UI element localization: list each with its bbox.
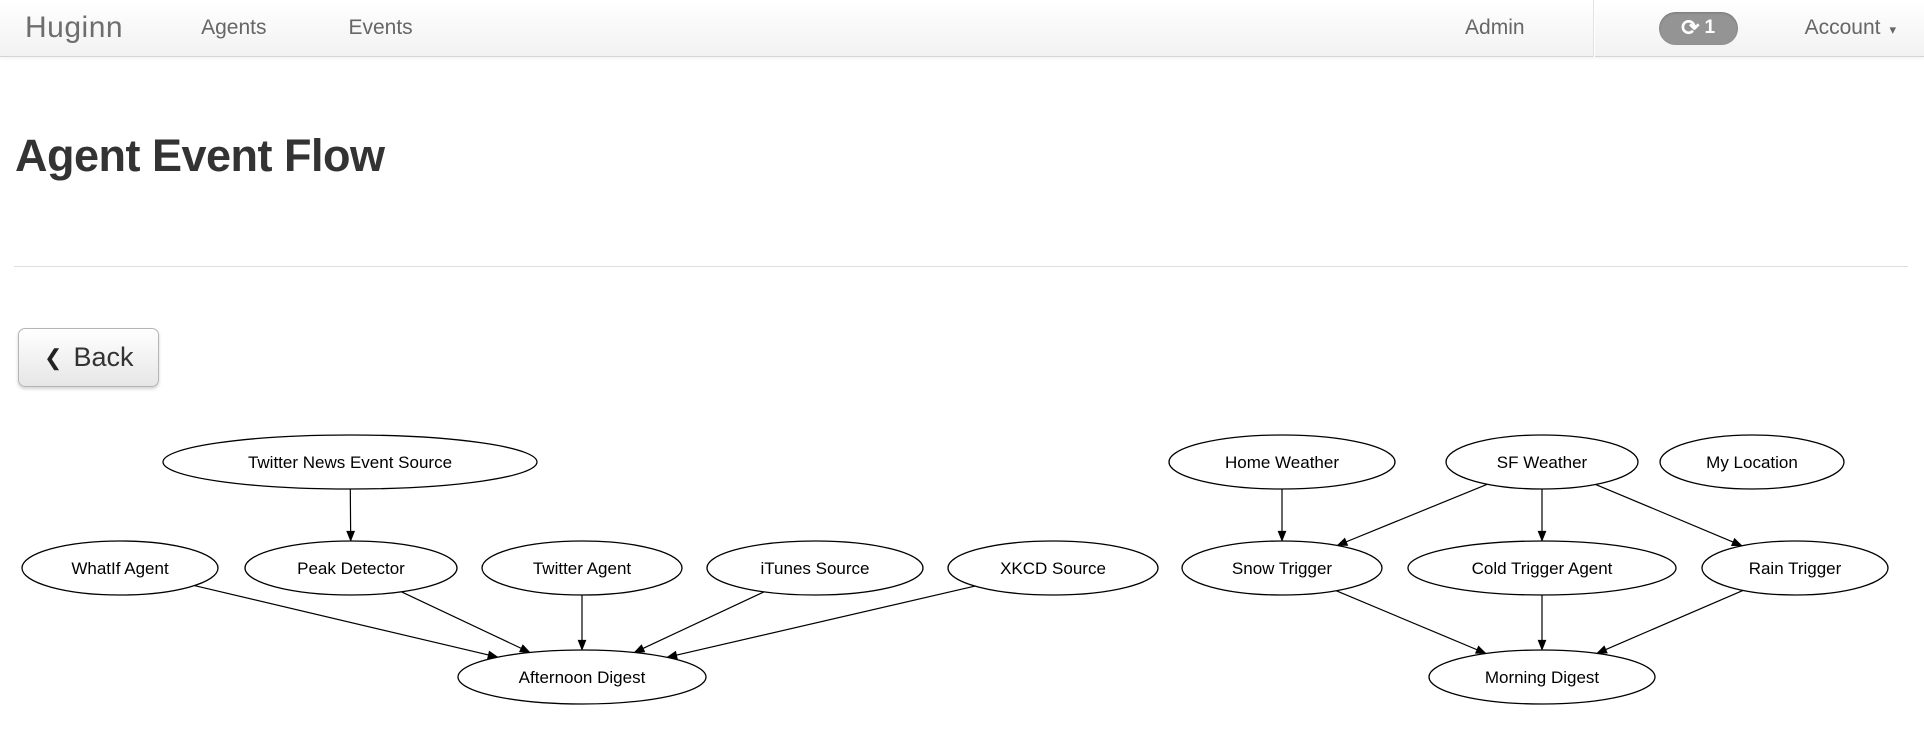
- graph-edge-sf-rain: [1595, 483, 1743, 547]
- node-ellipse: [481, 540, 683, 596]
- graph-edge-sf-snow: [1336, 483, 1488, 547]
- back-button-label: Back: [73, 342, 134, 372]
- account-dropdown[interactable]: Account ▾: [1805, 16, 1896, 40]
- node-label: Twitter Agent: [533, 559, 632, 578]
- jobs-count: 1: [1704, 17, 1716, 38]
- horizontal-rule: [14, 266, 1908, 267]
- node-ellipse: [1659, 434, 1845, 490]
- graph-edge-itunes-afternoon: [633, 591, 765, 654]
- graph-edge-whatif-afternoon: [194, 585, 499, 660]
- graph-nodes: Twitter News Event Source Home Weather SF …: [21, 434, 1889, 705]
- page-title: Agent Event Flow: [15, 130, 385, 181]
- account-label: Account: [1804, 16, 1881, 39]
- graph-node-twitter: Twitter Agent: [481, 540, 683, 596]
- node-label: Morning Digest: [1485, 668, 1600, 687]
- graph-node-morning: Morning Digest: [1428, 649, 1656, 705]
- navbar: Huginn Agents Events Admin ⟳ 1 Account ▾: [0, 0, 1924, 57]
- graph-edge-rain-morning: [1595, 589, 1744, 654]
- graph-node-cold: Cold Trigger Agent: [1407, 540, 1677, 596]
- node-ellipse: [1445, 434, 1639, 490]
- graph-node-whatif: WhatIf Agent: [21, 540, 219, 596]
- graph-node-rain: Rain Trigger: [1701, 540, 1889, 596]
- node-ellipse: [706, 540, 924, 596]
- graph-node-peak: Peak Detector: [244, 540, 458, 596]
- graph-edge-xkcd-afternoon: [666, 585, 976, 660]
- node-label: Rain Trigger: [1749, 559, 1842, 578]
- node-label: Cold Trigger Agent: [1472, 559, 1613, 578]
- navbar-divider: [1592, 0, 1595, 57]
- nav-item-admin[interactable]: Admin: [1465, 16, 1525, 39]
- node-label: XKCD Source: [1000, 559, 1106, 578]
- node-label: Snow Trigger: [1232, 559, 1332, 578]
- node-ellipse: [457, 649, 707, 705]
- graph-node-xkcd: XKCD Source: [947, 540, 1159, 596]
- node-ellipse: [21, 540, 219, 596]
- node-label: Home Weather: [1225, 453, 1339, 472]
- node-ellipse: [1181, 540, 1383, 596]
- node-ellipse: [244, 540, 458, 596]
- agent-flow-graph: Twitter News Event Source Home Weather SF …: [21, 434, 1889, 705]
- node-ellipse: [162, 434, 538, 490]
- node-ellipse: [947, 540, 1159, 596]
- nav-item-events[interactable]: Events: [348, 16, 413, 39]
- node-label: iTunes Source: [761, 559, 870, 578]
- node-ellipse: [1428, 649, 1656, 705]
- navbar-right: Admin ⟳ 1 Account ▾: [1465, 0, 1896, 57]
- brand-link[interactable]: Huginn: [25, 11, 124, 44]
- back-button[interactable]: ❮ Back: [18, 328, 160, 387]
- graph-node-snow: Snow Trigger: [1181, 540, 1383, 596]
- graph-node-sf: SF Weather: [1445, 434, 1639, 490]
- node-label: Peak Detector: [297, 559, 405, 578]
- node-label: My Location: [1706, 453, 1798, 472]
- node-ellipse: [1407, 540, 1677, 596]
- refresh-icon: ⟳: [1681, 15, 1700, 40]
- node-ellipse: [1168, 434, 1396, 490]
- graph-edge-peak-afternoon: [401, 591, 531, 654]
- node-label: SF Weather: [1497, 453, 1588, 472]
- chevron-left-icon: ❮: [44, 344, 63, 370]
- jobs-count-badge[interactable]: ⟳ 1: [1658, 11, 1738, 45]
- graph-node-home: Home Weather: [1168, 434, 1396, 490]
- node-label: Afternoon Digest: [519, 668, 646, 687]
- graph-node-afternoon: Afternoon Digest: [457, 649, 707, 705]
- graph-node-myloc: My Location: [1659, 434, 1845, 490]
- node-ellipse: [1701, 540, 1889, 596]
- node-label: WhatIf Agent: [71, 559, 169, 578]
- graph-edge-snow-morning: [1335, 590, 1487, 655]
- nav-item-agents[interactable]: Agents: [201, 16, 267, 39]
- graph-edges: [194, 483, 1744, 660]
- graph-node-itunes: iTunes Source: [706, 540, 924, 596]
- graph-node-tnes: Twitter News Event Source: [162, 434, 538, 490]
- chevron-down-icon: ▾: [1889, 21, 1896, 37]
- node-label: Twitter News Event Source: [248, 453, 452, 472]
